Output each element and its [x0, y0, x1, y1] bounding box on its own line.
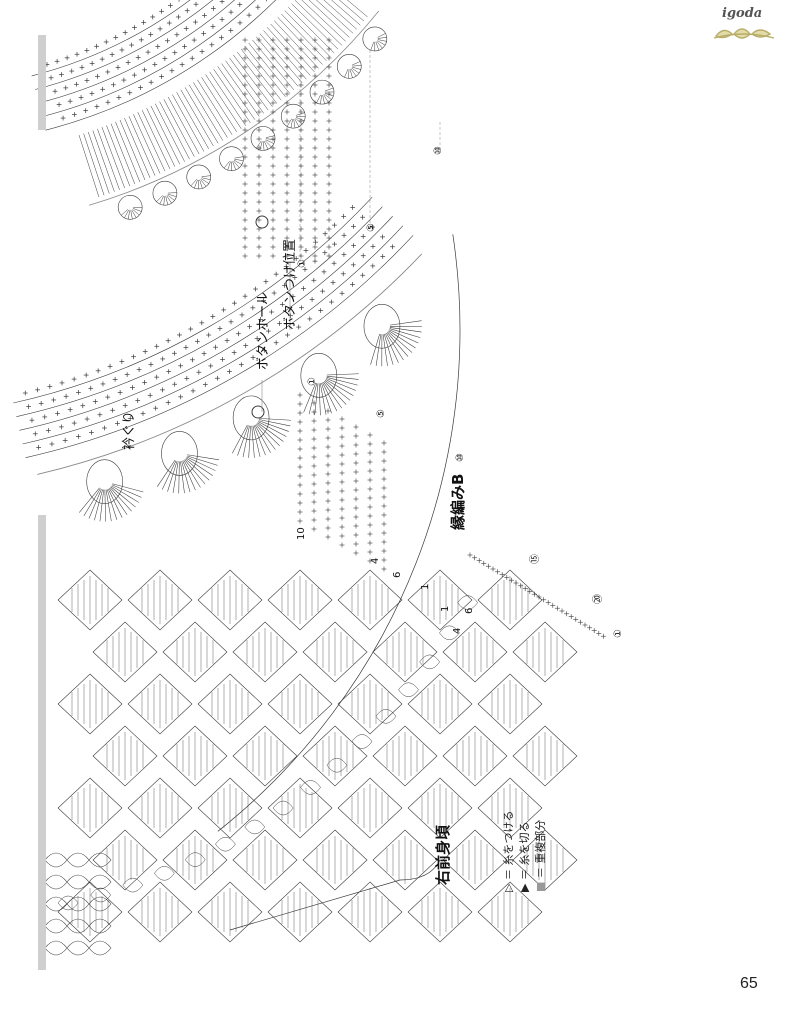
legend-attach-symbol: ▷ — [502, 883, 515, 892]
lower-row-marker: ① — [613, 629, 624, 638]
neckline-label: 衿ぐり — [122, 410, 137, 450]
pattern-row-number: 6 — [392, 571, 403, 578]
legend-overlap-symbol: ■ — [534, 881, 547, 892]
legend-attach-text: ＝ 糸をつける — [502, 810, 515, 881]
lower-row-marker: ① — [307, 377, 318, 386]
legend-cut-symbol: ▶ — [518, 883, 531, 892]
legend-overlap-section: ■ ＝ 重複部分 — [532, 820, 548, 892]
upper-row-marker: ⑩ — [433, 146, 444, 155]
pattern-row-number: 4 — [452, 627, 463, 634]
pattern-row-number: 6 — [464, 607, 475, 614]
pattern-row-number: 4 — [370, 557, 381, 564]
button-position-label: ボタンつけ位置 — [283, 238, 298, 330]
legend-cut-text: ＝ 糸を切る — [518, 821, 531, 881]
pattern-row-number: 1 — [440, 605, 451, 612]
right-front-body-label: 右前身頃 — [434, 824, 452, 885]
brand-leaf-ornament-icon — [713, 28, 775, 39]
legend-attach-yarn: ▷ ＝ 糸をつける — [500, 811, 516, 892]
lower-row-marker: ⑳ — [593, 594, 604, 604]
lower-row-marker: ⑤ — [376, 409, 387, 418]
edging-b-label: 縁編みB — [449, 473, 467, 530]
upper-row-marker: ① — [297, 259, 308, 268]
legend-cut-yarn: ▶ ＝ 糸を切る — [516, 822, 532, 892]
lower-row-marker: ⑩ — [455, 453, 466, 462]
lower-row-marker: ⑮ — [530, 554, 541, 564]
brand-logo-text: igoda — [722, 6, 763, 21]
pattern-row-number: 1 — [420, 583, 431, 590]
upper-row-marker: ⑤ — [366, 223, 377, 232]
page-number: 65 — [740, 975, 758, 992]
legend-overlap-text: ＝ 重複部分 — [534, 819, 547, 879]
pattern-row-number: 10 — [296, 527, 307, 540]
buttonhole-label: ボタンホール — [256, 291, 271, 370]
